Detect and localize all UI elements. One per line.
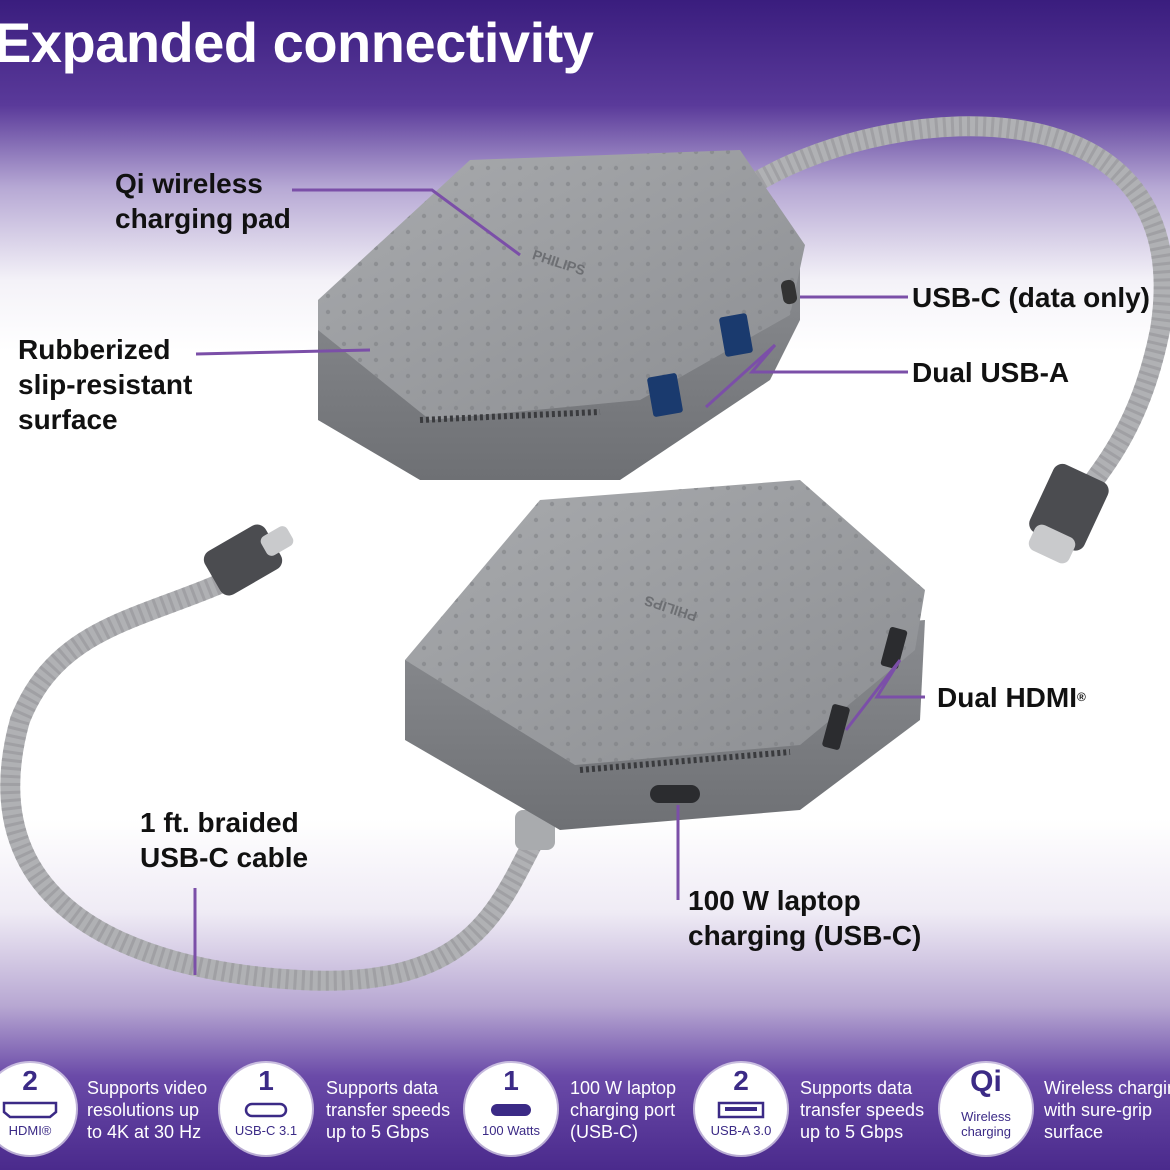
callout-dual-usb-a: Dual USB-A xyxy=(912,357,1070,388)
feature-power-count: 1 xyxy=(503,1065,519,1096)
feature-power-badge: 1 100 Watts xyxy=(465,1063,557,1155)
callout-rubber-line1: Rubberized xyxy=(18,334,171,365)
feature-usbc-caption: USB-C 3.1 xyxy=(234,1123,298,1138)
qi-logo: Qi xyxy=(970,1065,1002,1098)
feature-hdmi-text-line1: Supports video xyxy=(87,1078,208,1098)
feature-hdmi-caption: HDMI® xyxy=(8,1123,52,1138)
feature-usba-text: Supports data transfer speeds up to 5 Gb… xyxy=(800,1077,924,1143)
feature-power-text-line3: (USB-C) xyxy=(570,1122,638,1142)
hdmi-port-icon xyxy=(2,1101,58,1119)
callout-rubber-line3: surface xyxy=(18,404,118,435)
feature-usba-caption: USB-A 3.0 xyxy=(710,1123,772,1138)
callout-braided-cable: 1 ft. braided USB-C cable xyxy=(140,805,308,875)
feature-usbc-text: Supports data transfer speeds up to 5 Gb… xyxy=(326,1077,450,1143)
feature-qi-caption-line1: Wireless xyxy=(961,1109,1011,1124)
feature-power-text: 100 W laptop charging port (USB-C) xyxy=(570,1077,676,1143)
feature-qi-text-line2: with sure-grip xyxy=(1044,1100,1153,1120)
feature-hdmi-badge: 2 HDMI® xyxy=(0,1063,76,1155)
feature-qi-badge: Qi Wireless charging xyxy=(940,1063,1032,1155)
feature-qi-text-line1: Wireless charging xyxy=(1044,1078,1170,1098)
feature-usbc-count: 1 xyxy=(258,1065,274,1096)
callout-leader-lines xyxy=(193,188,925,975)
top-device-cable xyxy=(750,116,1170,564)
callout-qi-line1: Qi wireless xyxy=(115,168,263,199)
callout-cable-line1: 1 ft. braided xyxy=(140,807,299,838)
feature-usbc-badge: 1 USB-C 3.1 xyxy=(220,1063,312,1155)
feature-usba-text-line2: transfer speeds xyxy=(800,1100,925,1120)
feature-power-caption: 100 Watts xyxy=(481,1123,541,1138)
callout-dual-hdmi: Dual HDMI® xyxy=(937,680,1086,715)
callout-laptop-charging: 100 W laptop charging (USB-C) xyxy=(688,883,921,953)
top-device: PHILIPS xyxy=(318,150,805,480)
feature-hdmi-text-line2: resolutions up xyxy=(87,1100,200,1120)
callout-qi-charging-pad: Qi wireless charging pad xyxy=(115,166,291,236)
callout-usb-c-data: USB-C (data only) xyxy=(912,282,1150,313)
callout-qi-line2: charging pad xyxy=(115,203,291,234)
feature-power-text-line2: charging port xyxy=(570,1100,676,1120)
hdmi-registered-mark: ® xyxy=(1077,690,1086,704)
usb-a-port-icon xyxy=(717,1101,765,1119)
feature-usba-text-line1: Supports data xyxy=(800,1078,913,1098)
bottom-device: PHILIPS xyxy=(405,480,925,830)
feature-usba-text-line3: up to 5 Gbps xyxy=(800,1122,904,1142)
feature-usbc-text-line2: transfer speeds xyxy=(326,1100,451,1120)
callout-rubber-line2: slip-resistant xyxy=(18,369,193,400)
feature-usbc-text-line1: Supports data xyxy=(326,1078,439,1098)
page-title: Expanded connectivity xyxy=(0,11,594,74)
feature-usbc-text-line3: up to 5 Gbps xyxy=(326,1122,430,1142)
callout-laptop-line2: charging (USB-C) xyxy=(688,920,922,951)
feature-usba-count: 2 xyxy=(733,1065,749,1096)
callout-cable-line2: USB-C cable xyxy=(140,842,309,873)
feature-qi-text: Wireless charging with sure-grip surface xyxy=(1044,1077,1170,1143)
usb-c-power-icon xyxy=(491,1104,531,1116)
feature-usba-badge: 2 USB-A 3.0 xyxy=(695,1063,787,1155)
feature-hdmi-text-line3: to 4K at 30 Hz xyxy=(87,1122,202,1142)
feature-qi-text-line3: surface xyxy=(1044,1122,1104,1142)
feature-hdmi-text: Supports video resolutions up to 4K at 3… xyxy=(87,1077,207,1143)
feature-power-text-line1: 100 W laptop xyxy=(570,1078,677,1098)
usb-c-port-icon xyxy=(244,1102,288,1118)
callout-rubberized-surface: Rubberized slip-resistant surface xyxy=(18,332,192,437)
callout-dual-hdmi-text: Dual HDMI xyxy=(937,682,1077,713)
feature-hdmi-count: 2 xyxy=(22,1065,38,1096)
callout-laptop-line1: 100 W laptop xyxy=(688,885,861,916)
feature-qi-caption-line2: charging xyxy=(961,1124,1011,1139)
